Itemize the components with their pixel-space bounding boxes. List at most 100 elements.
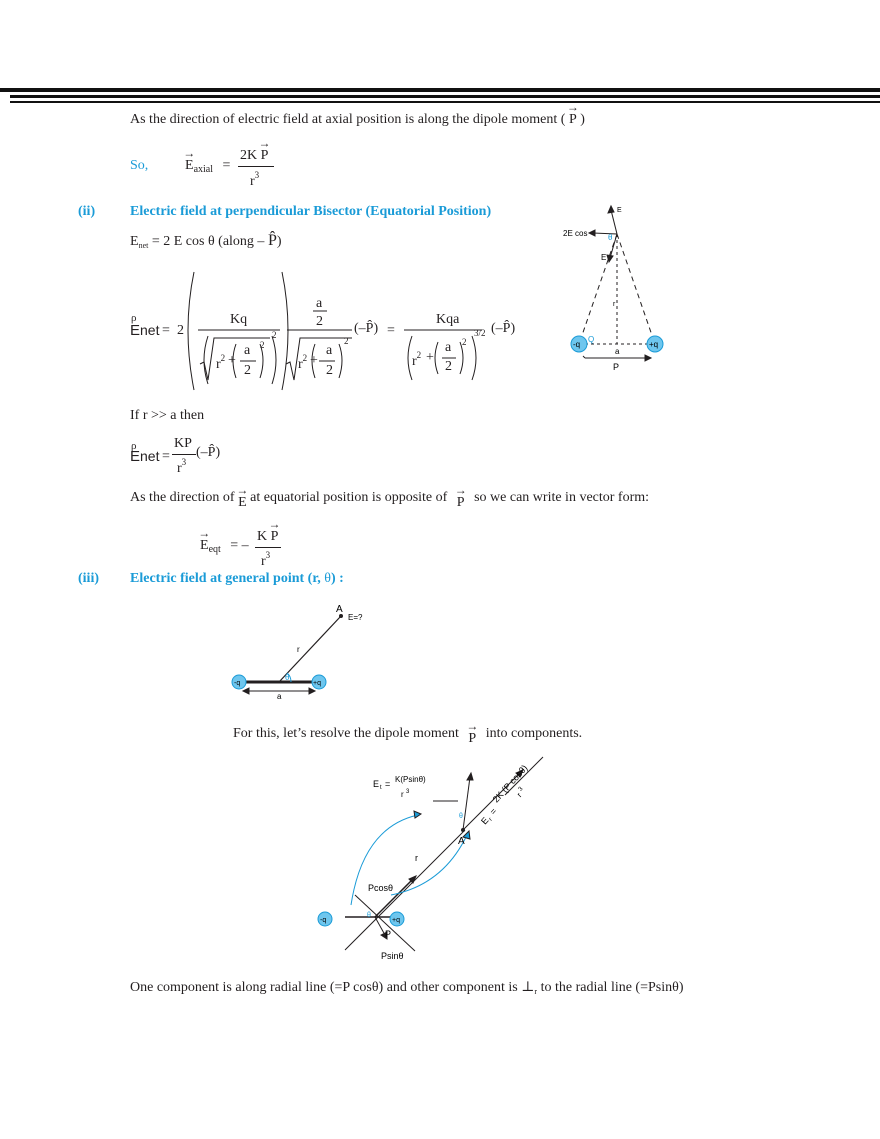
- last-line: One component is along radial line (=P c…: [130, 980, 684, 996]
- eq-eqt-den: r3: [261, 550, 271, 569]
- enet-plus-1: +: [228, 353, 236, 368]
- section-iii-title: Electric field at general point (r, θ) :: [130, 571, 344, 586]
- svg-text:E: E: [601, 253, 606, 262]
- approx-vec-mark: ρ: [131, 440, 137, 452]
- svg-text:2K (P cosθ): 2K (P cosθ): [491, 763, 530, 805]
- approx-negp: (–P̂): [196, 445, 221, 460]
- svg-text:a: a: [277, 692, 282, 700]
- if-line: If r >> a then: [130, 408, 205, 423]
- header-rule-mid: [10, 95, 880, 98]
- svg-text:3: 3: [518, 786, 525, 793]
- svg-text:θ: θ: [459, 813, 463, 820]
- enet-sq-outer: 2: [272, 330, 277, 340]
- enet-sq-3: 2: [462, 337, 467, 347]
- svg-text:r: r: [297, 645, 300, 654]
- enet-a-1: a: [244, 343, 251, 358]
- enet-kq: Kq: [230, 312, 248, 327]
- eq-eqt-fraction-bar: [255, 547, 281, 548]
- enet-2-1: 2: [244, 363, 251, 378]
- enet-eq: =: [162, 323, 170, 338]
- enet-negp-2: (–P̂): [491, 321, 516, 336]
- svg-text:-q: -q: [573, 340, 580, 349]
- approx-den: r3: [177, 457, 187, 476]
- so-label: So,: [130, 158, 149, 173]
- svg-text:Pcosθ: Pcosθ: [368, 883, 393, 893]
- intro-line: As the direction of electric field at ax…: [130, 112, 585, 128]
- enet-2-2: 2: [326, 363, 333, 378]
- eq-axial-fraction-bar: [238, 166, 274, 167]
- svg-text:+q: +q: [649, 340, 658, 349]
- section-iii-number: (iii): [78, 571, 99, 586]
- enet-plus-2: +: [310, 353, 318, 368]
- svg-text:-q: -q: [320, 917, 326, 924]
- enet-r-1: r2: [216, 353, 226, 372]
- p-vector: P: [569, 112, 577, 128]
- eq-eqt-num: K P: [257, 529, 278, 545]
- svg-text:r: r: [488, 817, 494, 823]
- svg-text:E: E: [617, 207, 622, 214]
- svg-text:t: t: [380, 785, 382, 791]
- direction-line: As the direction of E at equatorial posi…: [130, 490, 649, 510]
- enet-exp32: 3/2: [474, 328, 486, 338]
- enet-negp-1: (–P̂): [354, 321, 379, 336]
- enet-two: 2: [177, 323, 184, 338]
- enet-a-3: a: [445, 340, 452, 355]
- enet-plus-3: +: [426, 350, 434, 365]
- svg-text:=: =: [385, 779, 390, 789]
- svg-text:r: r: [401, 790, 404, 799]
- resolve-line: For this, let’s resolve the dipole momen…: [233, 726, 582, 746]
- enet-a-top: a: [316, 296, 323, 311]
- header-rule-bottom: [10, 101, 880, 103]
- svg-text:θ: θ: [608, 233, 613, 242]
- svg-text:2E cos: 2E cos: [563, 229, 587, 238]
- svg-text:a: a: [615, 347, 620, 356]
- figure-resolved-components: E t = K(Psinθ) r 3 E r = 2K (P cosθ) r 3…: [317, 756, 544, 961]
- svg-text:P: P: [613, 362, 619, 372]
- eq-axial-lhs: Eaxial =: [185, 158, 230, 175]
- svg-text:+q: +q: [392, 917, 400, 924]
- svg-text:P: P: [385, 929, 391, 939]
- enet-kqa: Kqa: [436, 312, 460, 327]
- svg-text:r: r: [415, 853, 418, 863]
- svg-text:E=?: E=?: [348, 613, 363, 622]
- approx-lhs: Enet: [130, 448, 160, 465]
- svg-text:3: 3: [406, 789, 410, 795]
- svg-text:+q: +q: [313, 680, 321, 687]
- svg-text:K(Psinθ): K(Psinθ): [395, 775, 426, 784]
- enet-r-3: r2: [412, 350, 422, 369]
- header-rule-top: [0, 88, 880, 92]
- svg-text:E: E: [373, 779, 379, 789]
- enet-sq-2: 2: [344, 336, 349, 346]
- svg-text:A: A: [336, 604, 343, 615]
- svg-text:E: E: [479, 815, 490, 826]
- svg-text:Q: Q: [588, 335, 594, 344]
- approx-fraction-bar: [172, 454, 196, 455]
- enet-eq2: =: [387, 323, 395, 338]
- enet-equation-graphics: [187, 271, 482, 391]
- approx-num: KP: [174, 436, 192, 451]
- svg-text:r: r: [515, 791, 524, 799]
- figure-equatorial-dipole: E 2E cos θ E r -q Q +q a P: [563, 204, 664, 372]
- svg-text:A: A: [458, 836, 465, 847]
- approx-eq: =: [162, 449, 170, 464]
- eq-axial-den: r3: [250, 170, 260, 189]
- enet-r-2: r2: [298, 353, 308, 372]
- enet-2-top: 2: [316, 314, 323, 329]
- svg-text:θ: θ: [367, 912, 371, 919]
- figure-general-point: A E=? r θ -q +q a: [231, 604, 363, 700]
- enet-vec-mark: ρ: [131, 312, 137, 324]
- eq-axial-num: 2K P: [240, 148, 268, 164]
- enet-sq-1: 2: [260, 340, 265, 350]
- section-ii-number: (ii): [78, 204, 96, 219]
- enet-lhs: Enet: [130, 322, 160, 339]
- section-ii-title: Electric field at perpendicular Bisector…: [130, 204, 492, 219]
- enet-a-2: a: [326, 343, 333, 358]
- enet-line: Enet = 2 E cos θ (along – P̂): [130, 232, 282, 250]
- svg-text:-q: -q: [234, 680, 240, 687]
- enet-2-3: 2: [445, 359, 452, 374]
- eq-eqt-lhs: Eeqt = –: [200, 538, 249, 555]
- svg-text:r: r: [613, 301, 616, 308]
- svg-text:θ: θ: [285, 673, 290, 682]
- svg-text:Psinθ: Psinθ: [381, 951, 404, 961]
- svg-text:=: =: [488, 806, 499, 817]
